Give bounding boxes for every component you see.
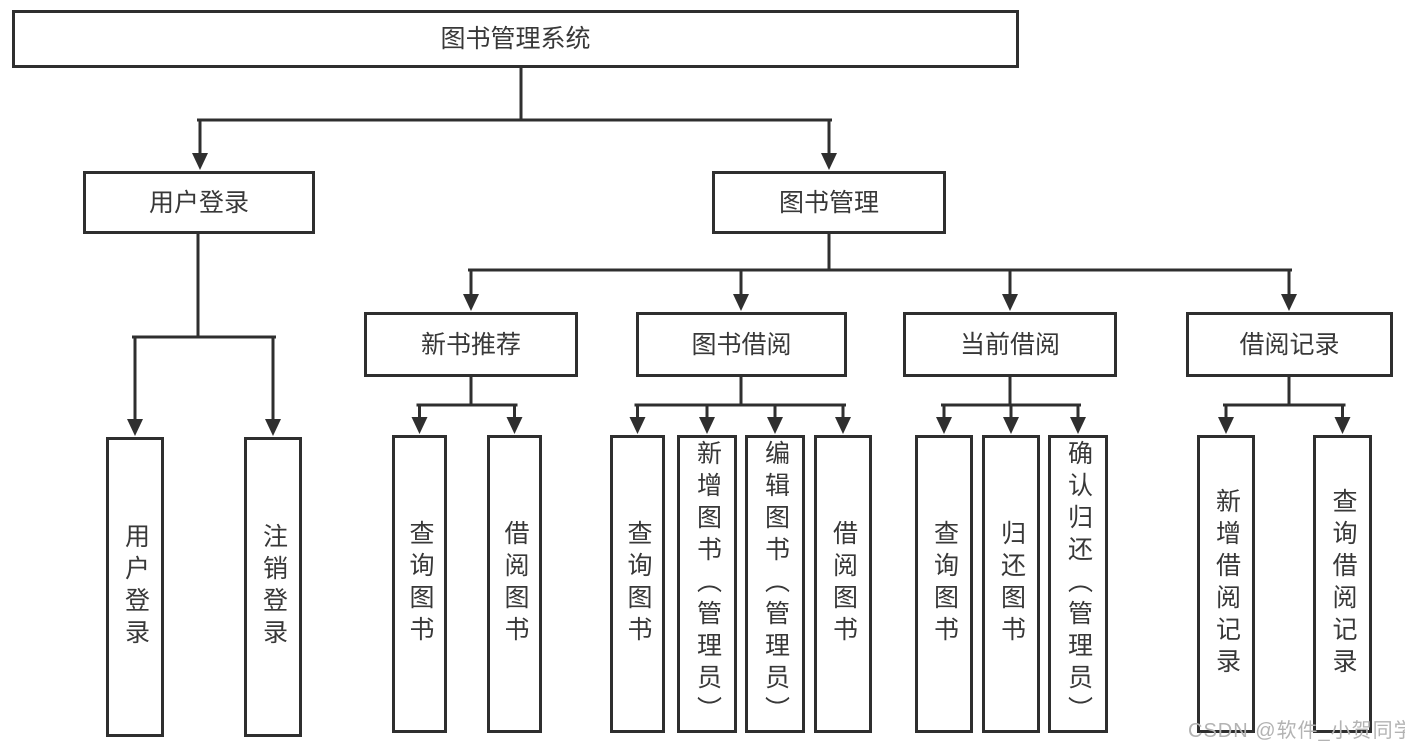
leaf-return-books: 归还图书 — [982, 435, 1040, 733]
node-borrowing-records: 借阅记录 — [1186, 312, 1393, 377]
arrowhead — [127, 419, 143, 436]
arrowhead — [192, 153, 208, 170]
arrowhead — [265, 419, 281, 436]
node-new-book-recommendation: 新书推荐 — [364, 312, 578, 377]
leaf-confirm-return-admin: 确认归还（管理员） — [1048, 435, 1108, 733]
branch-records-to-leaves — [1218, 375, 1351, 434]
branch-borrow-to-leaves — [629, 375, 851, 434]
arrowhead — [1002, 294, 1018, 311]
leaf-query-books-current: 查询图书 — [915, 435, 973, 733]
arrowhead — [699, 417, 715, 434]
arrowhead — [936, 417, 952, 434]
arrowhead — [411, 417, 428, 434]
branch-current-to-leaves — [936, 375, 1086, 434]
leaf-query-books-borrowing: 查询图书 — [610, 435, 665, 733]
arrowhead — [506, 417, 523, 434]
arrowhead — [835, 417, 851, 434]
branch-mgmt-to-level3 — [463, 232, 1297, 311]
node-book-management-module: 图书管理 — [712, 171, 946, 234]
leaf-edit-book-admin: 编辑图书（管理员） — [745, 435, 805, 733]
leaf-borrow-books-borrowing: 借阅图书 — [814, 435, 872, 733]
leaf-query-books-recommend: 查询图书 — [392, 435, 447, 733]
leaf-add-borrow-record: 新增借阅记录 — [1197, 435, 1255, 733]
leaf-user-login: 用户登录 — [106, 437, 164, 737]
arrowhead — [629, 417, 646, 434]
arrowhead — [1218, 417, 1234, 434]
leaf-add-book-admin: 新增图书（管理员） — [677, 435, 737, 733]
arrowhead — [733, 294, 749, 311]
branch-login-to-leaves — [127, 232, 281, 436]
arrowhead — [767, 417, 783, 434]
branch-root-to-level2 — [192, 65, 837, 170]
node-user-login-module: 用户登录 — [83, 171, 315, 234]
csdn-watermark: CSDN @软件_小贺同学 — [1188, 720, 1405, 742]
arrowhead — [1281, 294, 1297, 311]
node-current-borrowing: 当前借阅 — [903, 312, 1117, 377]
arrowhead — [463, 294, 479, 311]
node-library-management-system: 图书管理系统 — [12, 10, 1019, 68]
arrowhead — [1070, 417, 1086, 434]
arrowhead — [1003, 417, 1019, 434]
node-book-borrowing: 图书借阅 — [636, 312, 847, 377]
arrowhead — [1334, 417, 1351, 434]
leaf-query-borrow-record: 查询借阅记录 — [1313, 435, 1372, 733]
leaf-logout: 注销登录 — [244, 437, 302, 737]
branch-newbooks-to-leaves — [411, 375, 523, 434]
arrowhead — [821, 153, 837, 170]
leaf-borrow-books-recommend: 借阅图书 — [487, 435, 542, 733]
